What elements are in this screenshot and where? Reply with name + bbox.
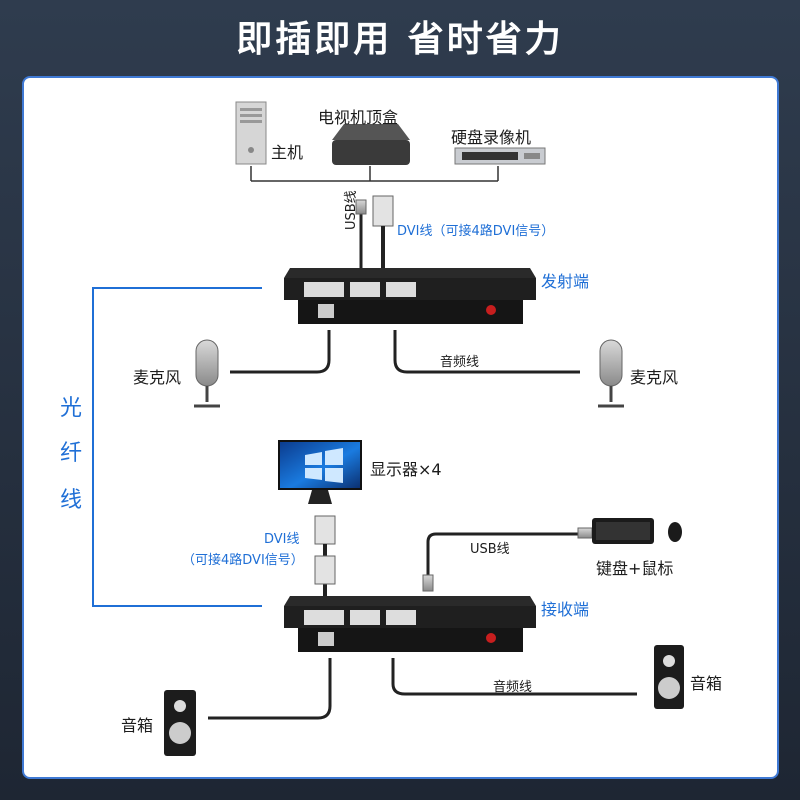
speaker-right-icon [654, 645, 684, 709]
headline: 即插即用 省时省力 [236, 19, 564, 60]
label-transmitter: 发射端 [541, 272, 590, 291]
label-mic-left: 麦克风 [133, 368, 182, 387]
audio-cables-top [230, 330, 580, 374]
label-dvi-bottom-1: DVI线 [264, 532, 300, 547]
diagram-panel [22, 76, 779, 779]
keyboard-mouse-icon [592, 518, 682, 544]
dvi-cable-top [372, 195, 394, 268]
label-speaker-left: 音箱 [121, 716, 154, 735]
speaker-left-icon [164, 690, 196, 756]
transmitter-unit [284, 268, 536, 324]
microphone-left-icon [194, 339, 220, 408]
source-bracket [250, 166, 499, 182]
label-keyboard-mouse: 键盘+鼠标 [596, 559, 674, 578]
pc-tower-icon [235, 101, 267, 165]
audio-cables-bottom [208, 658, 637, 720]
label-usb-top: USB线 [344, 190, 359, 230]
label-audio-top: 音频线 [440, 355, 480, 370]
dvr-icon [454, 147, 546, 165]
label-receiver: 接收端 [541, 600, 590, 619]
fiber-char-3: 线 [60, 488, 83, 513]
dvi-cable-bottom [314, 515, 336, 596]
fiber-char-1: 光 [60, 396, 83, 421]
label-dvr: 硬盘录像机 [451, 128, 532, 147]
set-top-box-icon [332, 124, 410, 165]
label-dvi-top: DVI线（可接4路DVI信号） [397, 224, 555, 239]
label-mic-right: 麦克风 [630, 368, 679, 387]
label-host: 主机 [271, 143, 304, 162]
fiber-line [92, 287, 262, 607]
label-speaker-right: 音箱 [690, 674, 723, 693]
label-usb-bottom: USB线 [470, 542, 510, 557]
label-monitor: 显示器×4 [370, 460, 442, 479]
usb-cable-bottom [422, 527, 593, 592]
receiver-unit [284, 596, 536, 652]
monitor-icon [278, 440, 362, 504]
microphone-right-icon [598, 339, 624, 408]
fiber-char-2: 纤 [60, 441, 83, 466]
label-stb: 电视机顶盒 [318, 108, 399, 127]
label-dvi-bottom-2: （可接4路DVI信号） [182, 553, 304, 568]
label-audio-bottom: 音频线 [493, 680, 533, 695]
usb-cable-top [355, 199, 367, 268]
